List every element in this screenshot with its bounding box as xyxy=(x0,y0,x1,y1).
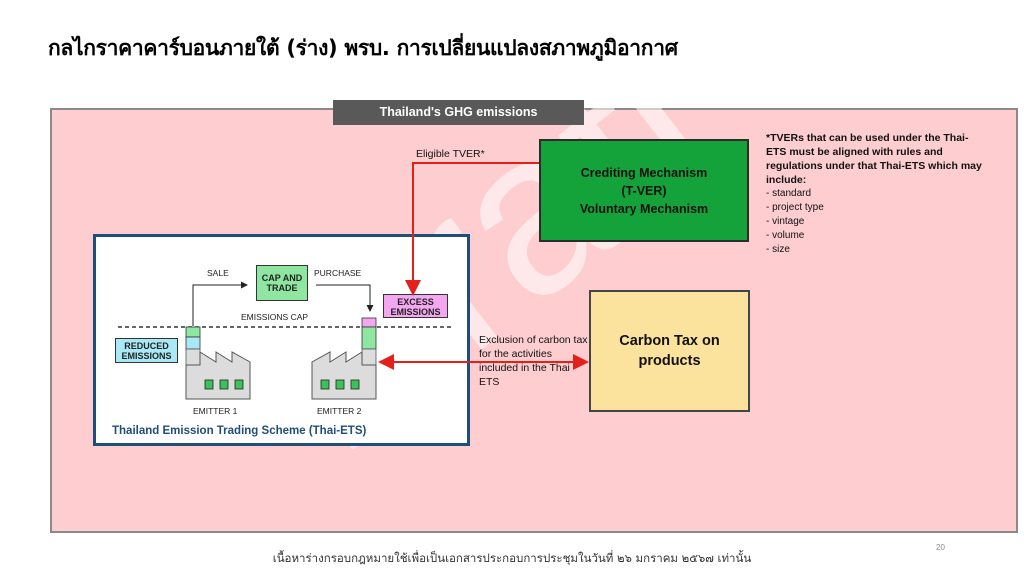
excess-emissions-box: EXCESS EMISSIONS xyxy=(383,294,448,318)
crediting-line-2: (T-VER) xyxy=(621,183,667,198)
note-item: - volume xyxy=(766,230,805,241)
sale-arrow xyxy=(192,281,248,326)
thai-ets-title: Thailand Emission Trading Scheme (Thai-E… xyxy=(112,425,367,437)
eligible-tver-arrow xyxy=(405,162,539,296)
emissions-cap-label: EMISSIONS CAP xyxy=(241,312,309,322)
excess-line-1: EXCESS xyxy=(397,297,434,307)
carbon-tax-line-1: Carbon Tax on xyxy=(619,333,720,349)
carbon-tax-line-2: products xyxy=(638,353,701,369)
note-item: - project type xyxy=(766,202,824,213)
emitter-1-factory xyxy=(185,351,251,400)
emitter-2-chimney-mid xyxy=(361,326,377,350)
emitter-2-label: EMITTER 2 xyxy=(317,406,362,416)
emitter-2-chimney-top xyxy=(361,317,377,328)
reduced-line-1: REDUCED xyxy=(124,341,169,351)
tver-note: *TVERs that can be used under the Thai-E… xyxy=(766,131,986,257)
emitter-1-chimney-mid xyxy=(185,336,201,350)
crediting-line-1: Crediting Mechanism xyxy=(580,165,708,180)
crediting-line-3: Voluntary Mechanism xyxy=(579,201,709,216)
note-item: - vintage xyxy=(766,216,805,227)
reduced-emissions-box: REDUCED EMISSIONS xyxy=(115,338,178,363)
eligible-tver-label: Eligible TVER* xyxy=(416,148,485,160)
emitter-1-chimney-cap xyxy=(185,326,201,338)
crediting-mechanism-box: Crediting Mechanism (T-VER) Voluntary Me… xyxy=(539,139,749,242)
excess-line-2: EMISSIONS xyxy=(390,307,441,317)
tver-note-heading: *TVERs that can be used under the Thai-E… xyxy=(766,132,982,186)
footer-disclaimer: เนื้อหาร่างกรอบกฎหมายใช้เพื่อเป็นเอกสารป… xyxy=(272,551,752,565)
emitter-2-chimney xyxy=(361,348,377,366)
note-item: - standard xyxy=(766,188,812,199)
cap-and-trade-box: CAP AND TRADE xyxy=(256,265,308,301)
carbon-tax-box: Carbon Tax on products xyxy=(589,290,750,412)
panel-label: Thailand's GHG emissions xyxy=(333,100,584,125)
reduced-line-2: EMISSIONS xyxy=(121,351,172,361)
emitter-1-chimney xyxy=(185,348,201,366)
note-item: - size xyxy=(766,244,790,255)
slide-title: กลไกราคาคาร์บอนภายใต้ (ร่าง) พรบ. การเปล… xyxy=(48,36,678,60)
emitter-1-label: EMITTER 1 xyxy=(193,406,238,416)
purchase-arrow xyxy=(316,284,374,312)
cap-trade-line-2: TRADE xyxy=(266,283,298,293)
cap-trade-line-1: CAP AND xyxy=(261,273,303,283)
sale-label: SALE xyxy=(207,268,229,278)
purchase-label: PURCHASE xyxy=(314,268,362,278)
page-number: 20 xyxy=(936,543,945,552)
